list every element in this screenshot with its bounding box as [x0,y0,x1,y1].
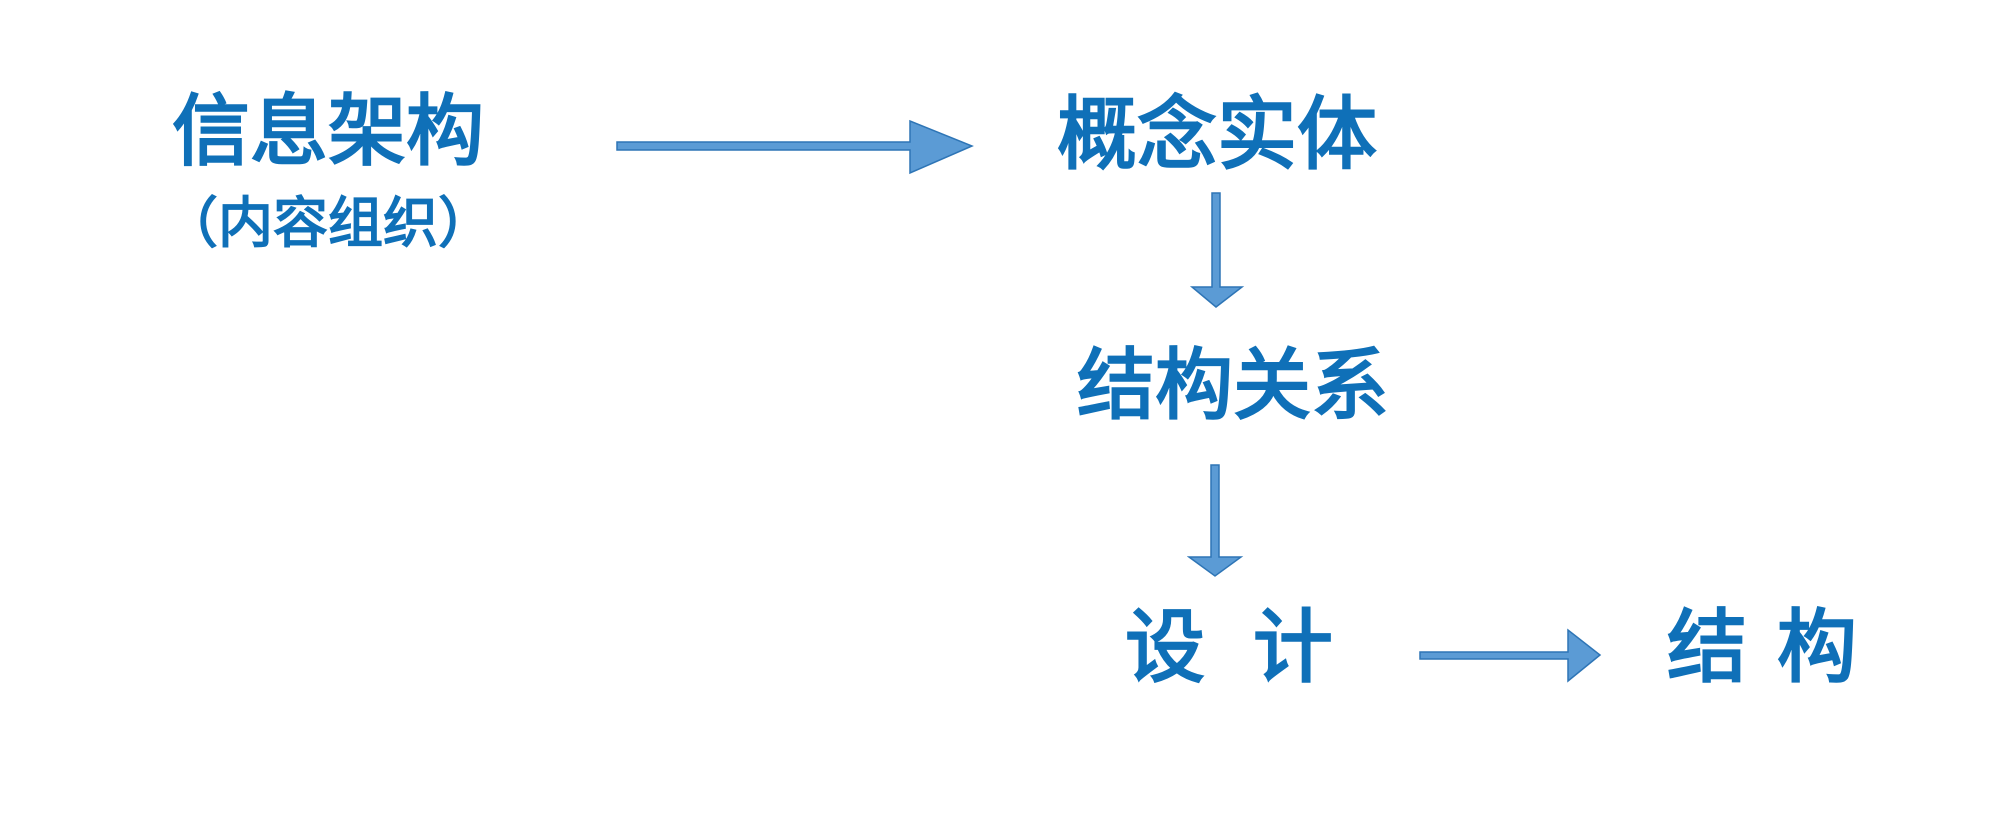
arrow-down-entity-to-relations-icon [1188,191,1245,309]
node-label-structural-relations: 结构关系 [1077,341,1390,431]
arrow-down-relations-to-design-icon [1187,463,1244,579]
node-label-structure: 结 构 [1667,601,1857,694]
arrow-right-design-to-structure-icon [1418,628,1602,684]
node-sublabel-content-organization: （内容组织） [163,191,494,255]
node-label-info-architecture: 信息架构 [172,87,485,177]
arrow-right-info-to-entity-icon [615,118,975,178]
node-label-conceptual-entity: 概念实体 [1057,88,1377,181]
node-label-design: 设 计 [1125,601,1333,694]
